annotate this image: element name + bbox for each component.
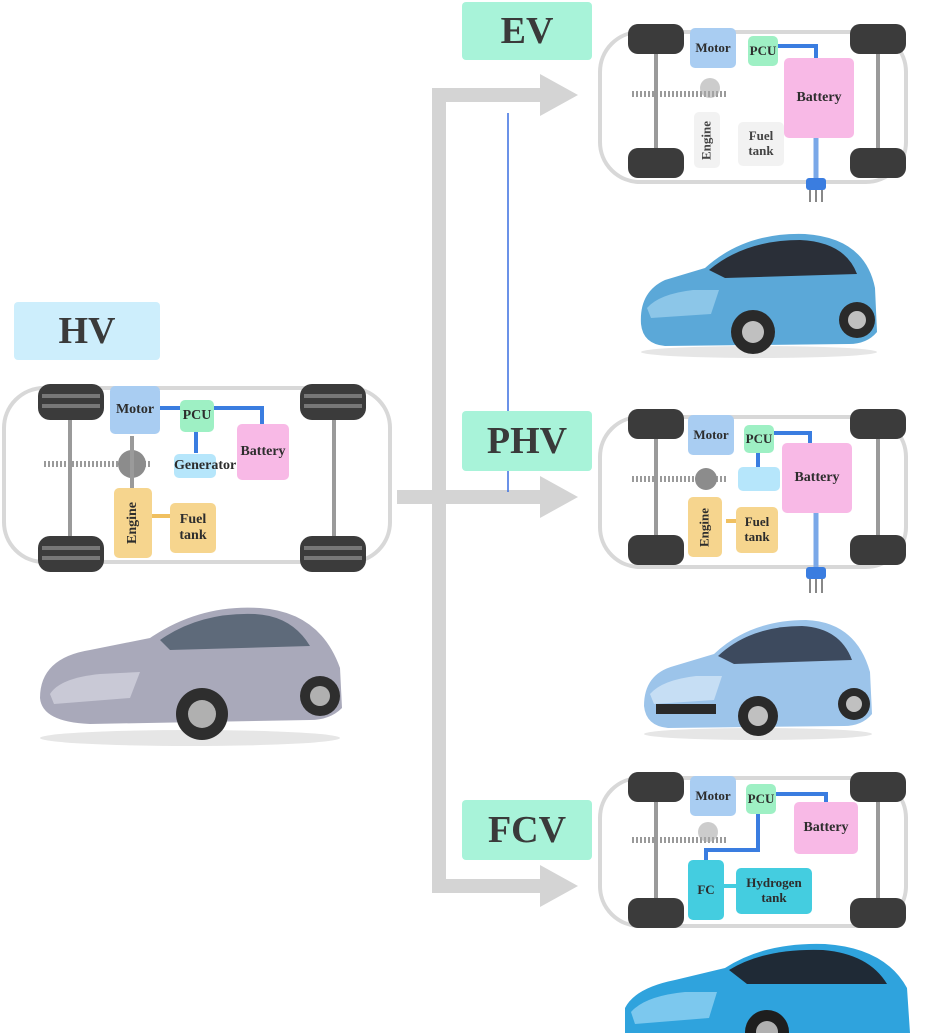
hv-battery: Battery	[237, 424, 289, 480]
fcv-hydrogen-tank: Hydrogen tank	[736, 868, 812, 914]
phv-motor: Motor	[688, 415, 734, 455]
fcv-chassis	[598, 772, 908, 928]
fcv-drivetrain-diagram: Motor PCU Battery FC Hydrogen tank	[596, 770, 911, 935]
fcv-pcu: PCU	[746, 784, 776, 814]
phv-fuel-tank-line2: tank	[744, 529, 770, 544]
phv-pcu: PCU	[744, 425, 774, 453]
fcv-battery: Battery	[794, 802, 858, 854]
ev-tag: EV	[462, 2, 592, 60]
ev-drivetrain-diagram: Motor PCU Battery Engine Fuel tank	[596, 22, 911, 207]
phv-tag: PHV	[462, 411, 592, 471]
fcv-car-image	[625, 943, 910, 1033]
hv-fuel-tank-line2: tank	[179, 528, 207, 543]
hv-tag: HV	[14, 302, 160, 360]
ev-fuel-tank-line1: Fuel	[748, 128, 774, 144]
hv-wheel-rl	[38, 536, 104, 572]
phv-fuel-tank: Fuel tank	[736, 507, 778, 553]
hv-fuel-tank-line1: Fuel	[179, 511, 207, 527]
phv-generator	[738, 467, 780, 491]
ev-pcu: PCU	[748, 36, 778, 66]
ev-fuel-tank-line2: tank	[748, 143, 774, 158]
hv-chassis	[2, 384, 392, 572]
fcv-motor: Motor	[690, 776, 736, 816]
phv-fuel-tank-line1: Fuel	[744, 514, 770, 530]
fcv-hydrogen-tank-line1: Hydrogen	[746, 875, 802, 891]
hv-wheel-fl	[38, 384, 104, 420]
fcv-tag: FCV	[462, 800, 592, 860]
hv-wheel-rr	[300, 536, 366, 572]
hv-motor: Motor	[110, 386, 160, 434]
hv-wheel-fr	[300, 384, 366, 420]
hv-pcu: PCU	[180, 400, 214, 432]
fcv-fc: FC	[688, 860, 724, 920]
hv-car-image	[40, 607, 342, 746]
ev-fuel-tank: Fuel tank	[738, 122, 784, 166]
ev-battery: Battery	[784, 58, 854, 138]
ev-engine: Engine	[694, 112, 720, 168]
phv-engine: Engine	[688, 497, 722, 557]
ev-car-image	[640, 233, 877, 358]
phv-drivetrain-diagram: Motor PCU Battery Engine Fuel tank	[596, 407, 911, 602]
fcv-hydrogen-tank-line2: tank	[761, 890, 787, 905]
ev-motor: Motor	[690, 28, 736, 68]
phv-car-image	[644, 620, 872, 740]
hv-engine: Engine	[114, 488, 152, 558]
hv-fuel-tank: Fuel tank	[170, 503, 216, 553]
hv-drivetrain-diagram: Motor PCU Generator Battery Engine Fuel …	[0, 378, 395, 578]
ev-chassis	[598, 24, 908, 202]
phv-battery: Battery	[782, 443, 852, 513]
hv-generator: Generator	[174, 454, 236, 478]
